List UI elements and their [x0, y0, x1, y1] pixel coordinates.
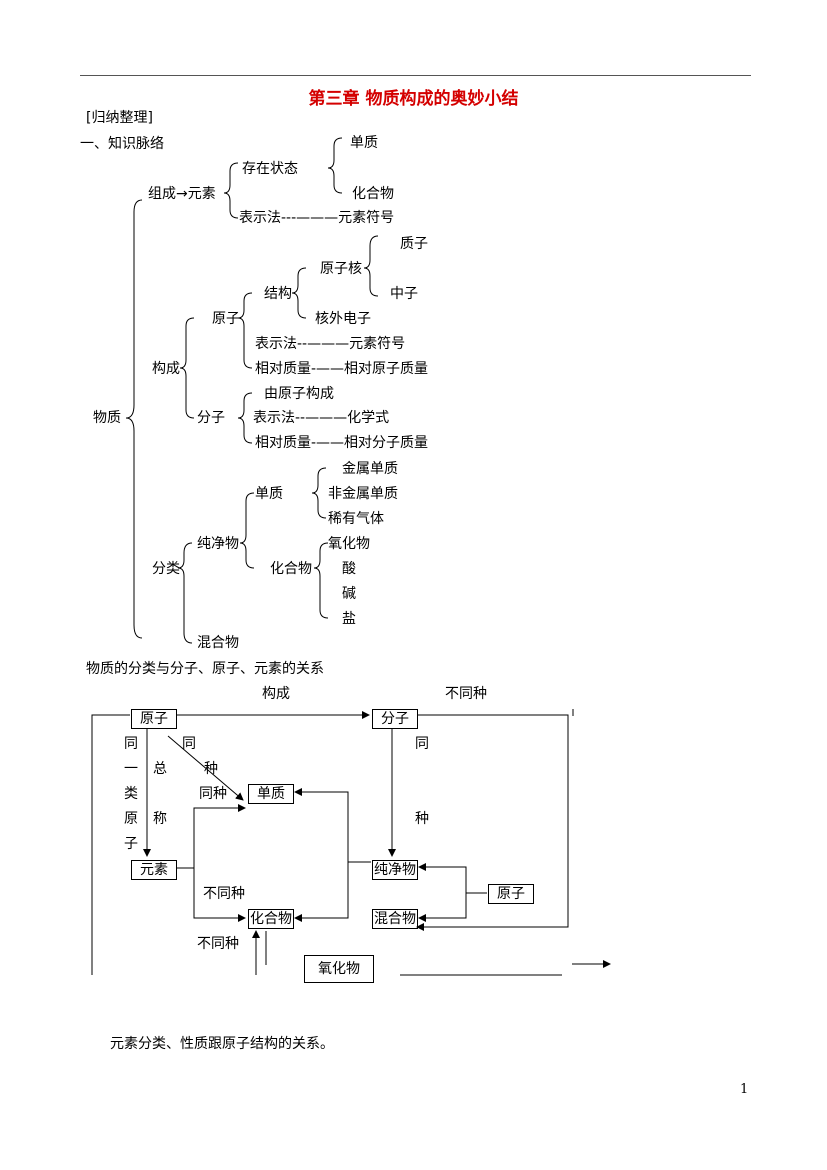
brace-cunzai: [327, 137, 343, 194]
brace-yuanzi: [237, 292, 253, 369]
label-butongzhong-low: 不同种: [197, 936, 239, 952]
line-yuanzi2-hunhe: [418, 893, 467, 922]
relation-caption: 物质的分类与分子、原子、元素的关系: [86, 661, 324, 677]
tree-youyuanzi: 由原子构成: [264, 386, 334, 402]
section-label: [归纳整理]: [86, 110, 153, 126]
brace-danzhi: [311, 467, 327, 519]
page-number: 1: [740, 1082, 749, 1097]
tree-yuanzihe: 原子核: [320, 261, 362, 277]
tree-xiangdui-1: 相对质量-——相对原子质量: [255, 361, 429, 377]
tree-root: 物质: [93, 410, 121, 426]
brace-root: [125, 199, 143, 639]
box-yanghuawu: 氧化物: [304, 955, 374, 983]
box-hunhewu: 混合物: [372, 909, 418, 929]
label-tong-b: 同: [182, 736, 196, 752]
tree-hunhewu: 混合物: [197, 635, 239, 651]
brace-goucheng: [179, 317, 195, 419]
footer-note: 元素分类、性质跟原子结构的关系。: [110, 1036, 334, 1052]
tree-huahewu-2: 化合物: [270, 561, 312, 577]
label-yi: 一: [124, 761, 138, 777]
line-left-loop: [91, 714, 130, 975]
label-zi: 子: [124, 836, 138, 852]
tree-goucheng: 构成: [152, 361, 180, 377]
label-butongzhong-top: 不同种: [445, 686, 487, 702]
page-title: 第三章 物质构成的奥妙小结: [308, 89, 519, 109]
label-lei: 类: [124, 786, 138, 802]
box-chunjingwu: 纯净物: [372, 860, 418, 880]
brace-fenzi: [237, 392, 253, 444]
tree-suan: 酸: [342, 561, 356, 577]
tree-fenzi: 分子: [197, 410, 225, 426]
box-fenzi: 分子: [372, 709, 418, 729]
brace-yuanzihe: [363, 235, 379, 297]
label-tong-a: 同: [124, 736, 138, 752]
line-yuansu-split: [176, 804, 246, 869]
line-yuansu-down: [193, 868, 246, 922]
label-yuan: 原: [124, 811, 138, 827]
tree-danzhi-2: 单质: [255, 486, 283, 502]
box-huahewu: 化合物: [248, 909, 294, 929]
label-tongzhong: 同种: [199, 786, 227, 802]
tree-biaoshifa-3: 表示法--———化学式: [253, 410, 390, 426]
arrow-yuanzi-danzhi: [167, 735, 244, 801]
line-chunjing-huahe: [294, 862, 349, 922]
box-yuanzi-2: 原子: [488, 884, 534, 904]
tree-zhizi: 质子: [400, 236, 428, 252]
tree-cunzai: 存在状态: [242, 161, 298, 177]
label-tong-c: 同: [415, 736, 429, 752]
tree-jian: 碱: [342, 586, 356, 602]
tree-zucheng: 组成→元素: [148, 186, 216, 202]
brace-chunjingwu: [239, 492, 255, 569]
tree-yuanzi: 原子: [212, 311, 240, 327]
brace-fenlei: [177, 542, 193, 644]
tree-chunjingwu: 纯净物: [197, 536, 239, 552]
brace-jiegou: [291, 267, 307, 319]
tree-fenlei: 分类: [152, 561, 180, 577]
label-zhong: 种: [204, 761, 218, 777]
tree-jiegou: 结构: [264, 286, 292, 302]
label-goucheng: 构成: [262, 686, 290, 702]
tree-huahewu: 化合物: [352, 186, 394, 202]
tree-biaoshifa-1: 表示法---———元素符号: [239, 210, 395, 226]
section-heading-knowledge: 一、知识脉络: [80, 136, 164, 152]
box-danzhi: 单质: [248, 784, 294, 804]
header-rule: [80, 75, 751, 76]
tree-xiangdui-2: 相对质量-——相对分子质量: [255, 435, 429, 451]
tree-yanghuawu: 氧化物: [328, 536, 370, 552]
line-yuanzi2-chunjing: [418, 863, 487, 894]
brace-huahewu: [313, 542, 329, 619]
brace-zucheng: [223, 162, 239, 219]
tree-hewaidianzi: 核外电子: [315, 311, 371, 327]
box-yuanzi: 原子: [131, 709, 177, 729]
label-cheng: 称: [153, 811, 167, 827]
line-fenzi-right: [416, 714, 569, 931]
tree-yan: 盐: [342, 611, 356, 627]
label-zong: 总: [153, 761, 167, 777]
tree-jinshu: 金属单质: [342, 461, 398, 477]
tree-biaoshifa-2: 表示法--———元素符号: [255, 336, 406, 352]
tree-feijinshu: 非金属单质: [328, 486, 398, 502]
line-chunjing-danzhi: [294, 788, 371, 863]
label-zhong-c: 种: [415, 811, 429, 827]
box-yuansu: 元素: [131, 860, 177, 880]
tree-zhongzi: 中子: [390, 286, 418, 302]
label-butongzhong-mid: 不同种: [203, 886, 245, 902]
tree-danzhi: 单质: [350, 135, 378, 151]
tree-xiyou: 稀有气体: [328, 511, 384, 527]
